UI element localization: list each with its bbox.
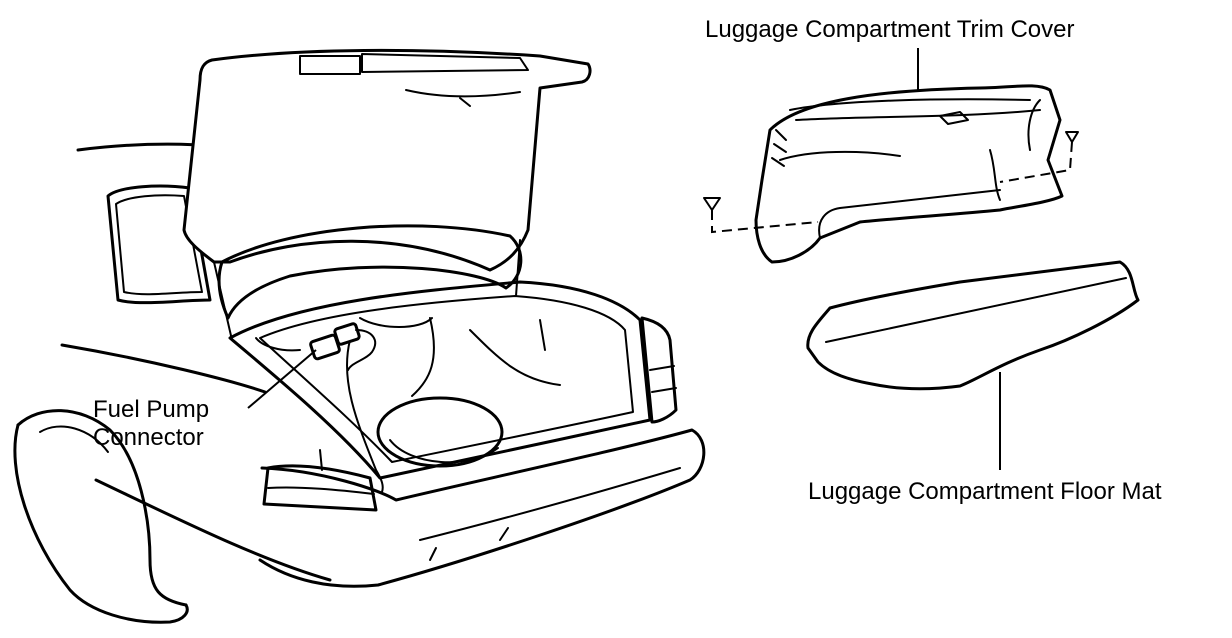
fuel-pump-label-line1: Fuel Pump xyxy=(93,396,210,423)
fuel-pump-leader-line xyxy=(247,349,317,409)
trim-cover-label: Luggage Compartment Trim Cover xyxy=(705,16,1075,43)
car-rear-illustration xyxy=(13,48,706,624)
screw-icon xyxy=(703,197,721,211)
screw-icon xyxy=(1065,131,1079,143)
fuel-pump-label-line2: Connector xyxy=(93,424,204,451)
floor-mat-label: Luggage Compartment Floor Mat xyxy=(808,478,1162,505)
trim-cover-illustration xyxy=(703,84,1079,264)
fuel-pump-connector-icon xyxy=(255,322,377,371)
floor-mat-illustration xyxy=(806,260,1140,391)
fuel-pump-connector-label: Fuel Pump Connector xyxy=(93,396,209,452)
